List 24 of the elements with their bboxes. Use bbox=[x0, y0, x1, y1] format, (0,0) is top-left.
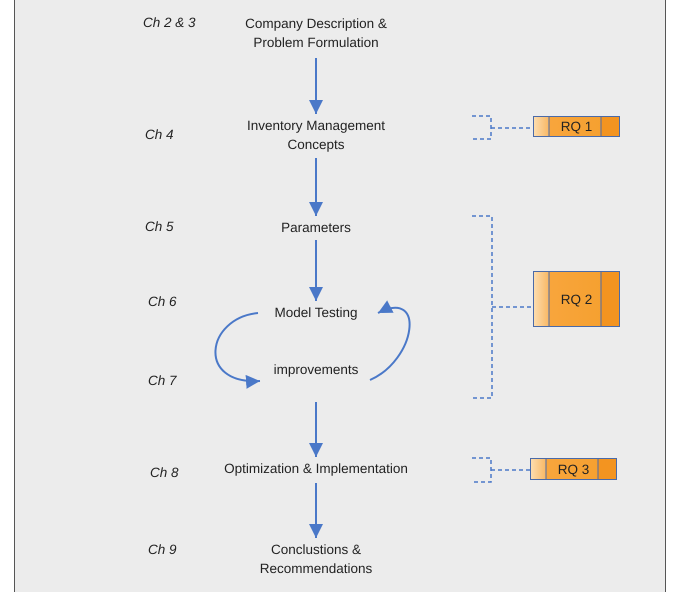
chapter-label: Ch 5 bbox=[145, 219, 174, 234]
step-label: Parameters bbox=[226, 218, 406, 238]
research-question-box: RQ 3 bbox=[530, 458, 617, 480]
research-question-box: RQ 1 bbox=[533, 116, 620, 137]
arrow bbox=[309, 240, 323, 301]
chapter-label: Ch 2 & 3 bbox=[143, 15, 196, 30]
step-label: Conclustions & Recommendations bbox=[216, 540, 416, 580]
chapter-label: Ch 8 bbox=[150, 465, 179, 480]
chapter-label: Ch 6 bbox=[148, 294, 177, 309]
step-label: Model Testing bbox=[256, 303, 376, 323]
arrow bbox=[309, 483, 323, 538]
chapter-label: Ch 4 bbox=[145, 127, 174, 142]
step-label: Company Description & Problem Formulation bbox=[226, 14, 406, 56]
arrow bbox=[214, 312, 260, 388]
chapter-label: Ch 7 bbox=[148, 373, 177, 388]
research-question-box: RQ 2 bbox=[533, 271, 620, 327]
arrow bbox=[309, 402, 323, 457]
step-label: Inventory Management Concepts bbox=[236, 116, 396, 156]
chapter-label: Ch 9 bbox=[148, 542, 177, 557]
arrow bbox=[309, 58, 323, 114]
arrow bbox=[309, 158, 323, 216]
step-label: Optimization & Implementation bbox=[206, 459, 426, 481]
arrow bbox=[370, 301, 410, 381]
step-label: improvements bbox=[266, 360, 366, 400]
